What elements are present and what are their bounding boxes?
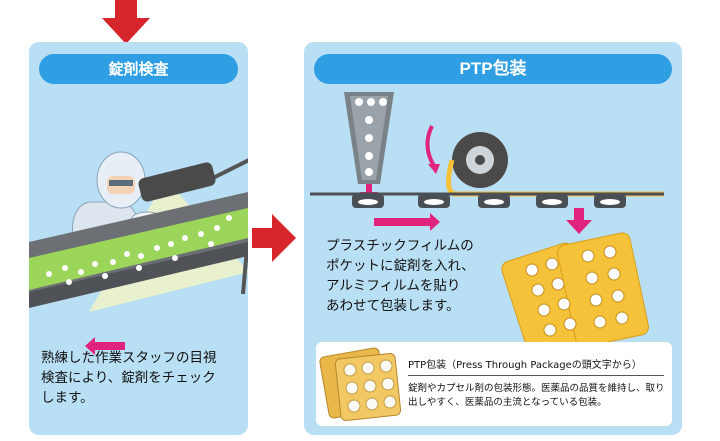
right-flow-arrow [252, 214, 296, 262]
ptp-illustration [310, 92, 664, 362]
top-down-arrow [102, 0, 150, 44]
inspection-panel: 錠剤検査 [29, 42, 248, 435]
ptp-sheet-photo [319, 347, 402, 421]
aluminum-roll [446, 132, 664, 197]
inspection-illustration [29, 151, 248, 355]
ptp-description: プラスチックフィルムの ポケットに錠剤を入れ、 アルミフィルムを貼り あわせて包… [326, 238, 475, 314]
ptp-note-box: PTP包装（Press Through Packageの頭文字から） 錠剤やカプ… [316, 342, 672, 426]
film-direction-arrow [374, 213, 440, 231]
ptp-note-title: PTP包装（Press Through Packageの頭文字から） [408, 360, 642, 371]
conveyor-belt [29, 192, 248, 308]
ptp-note-description: 錠剤やカプセル剤の包装形態。医薬品の品質を維持し、取り出しやすく、医薬品の主流と… [408, 383, 665, 408]
inspection-lamp [138, 158, 248, 295]
ptp-panel: PTP包装 [304, 42, 682, 435]
inspection-description: 熟練した作業スタッフの目視 検査により、錠剤をチェック します。 [41, 350, 217, 406]
plastic-film [310, 192, 664, 208]
tablet-hopper [344, 92, 394, 184]
ptp-note-divider [408, 375, 664, 376]
inspection-header: 錠剤検査 [39, 54, 238, 84]
conveyor-direction-arrow [85, 337, 125, 355]
blister-sheets [501, 232, 650, 362]
ptp-header: PTP包装 [314, 54, 672, 84]
